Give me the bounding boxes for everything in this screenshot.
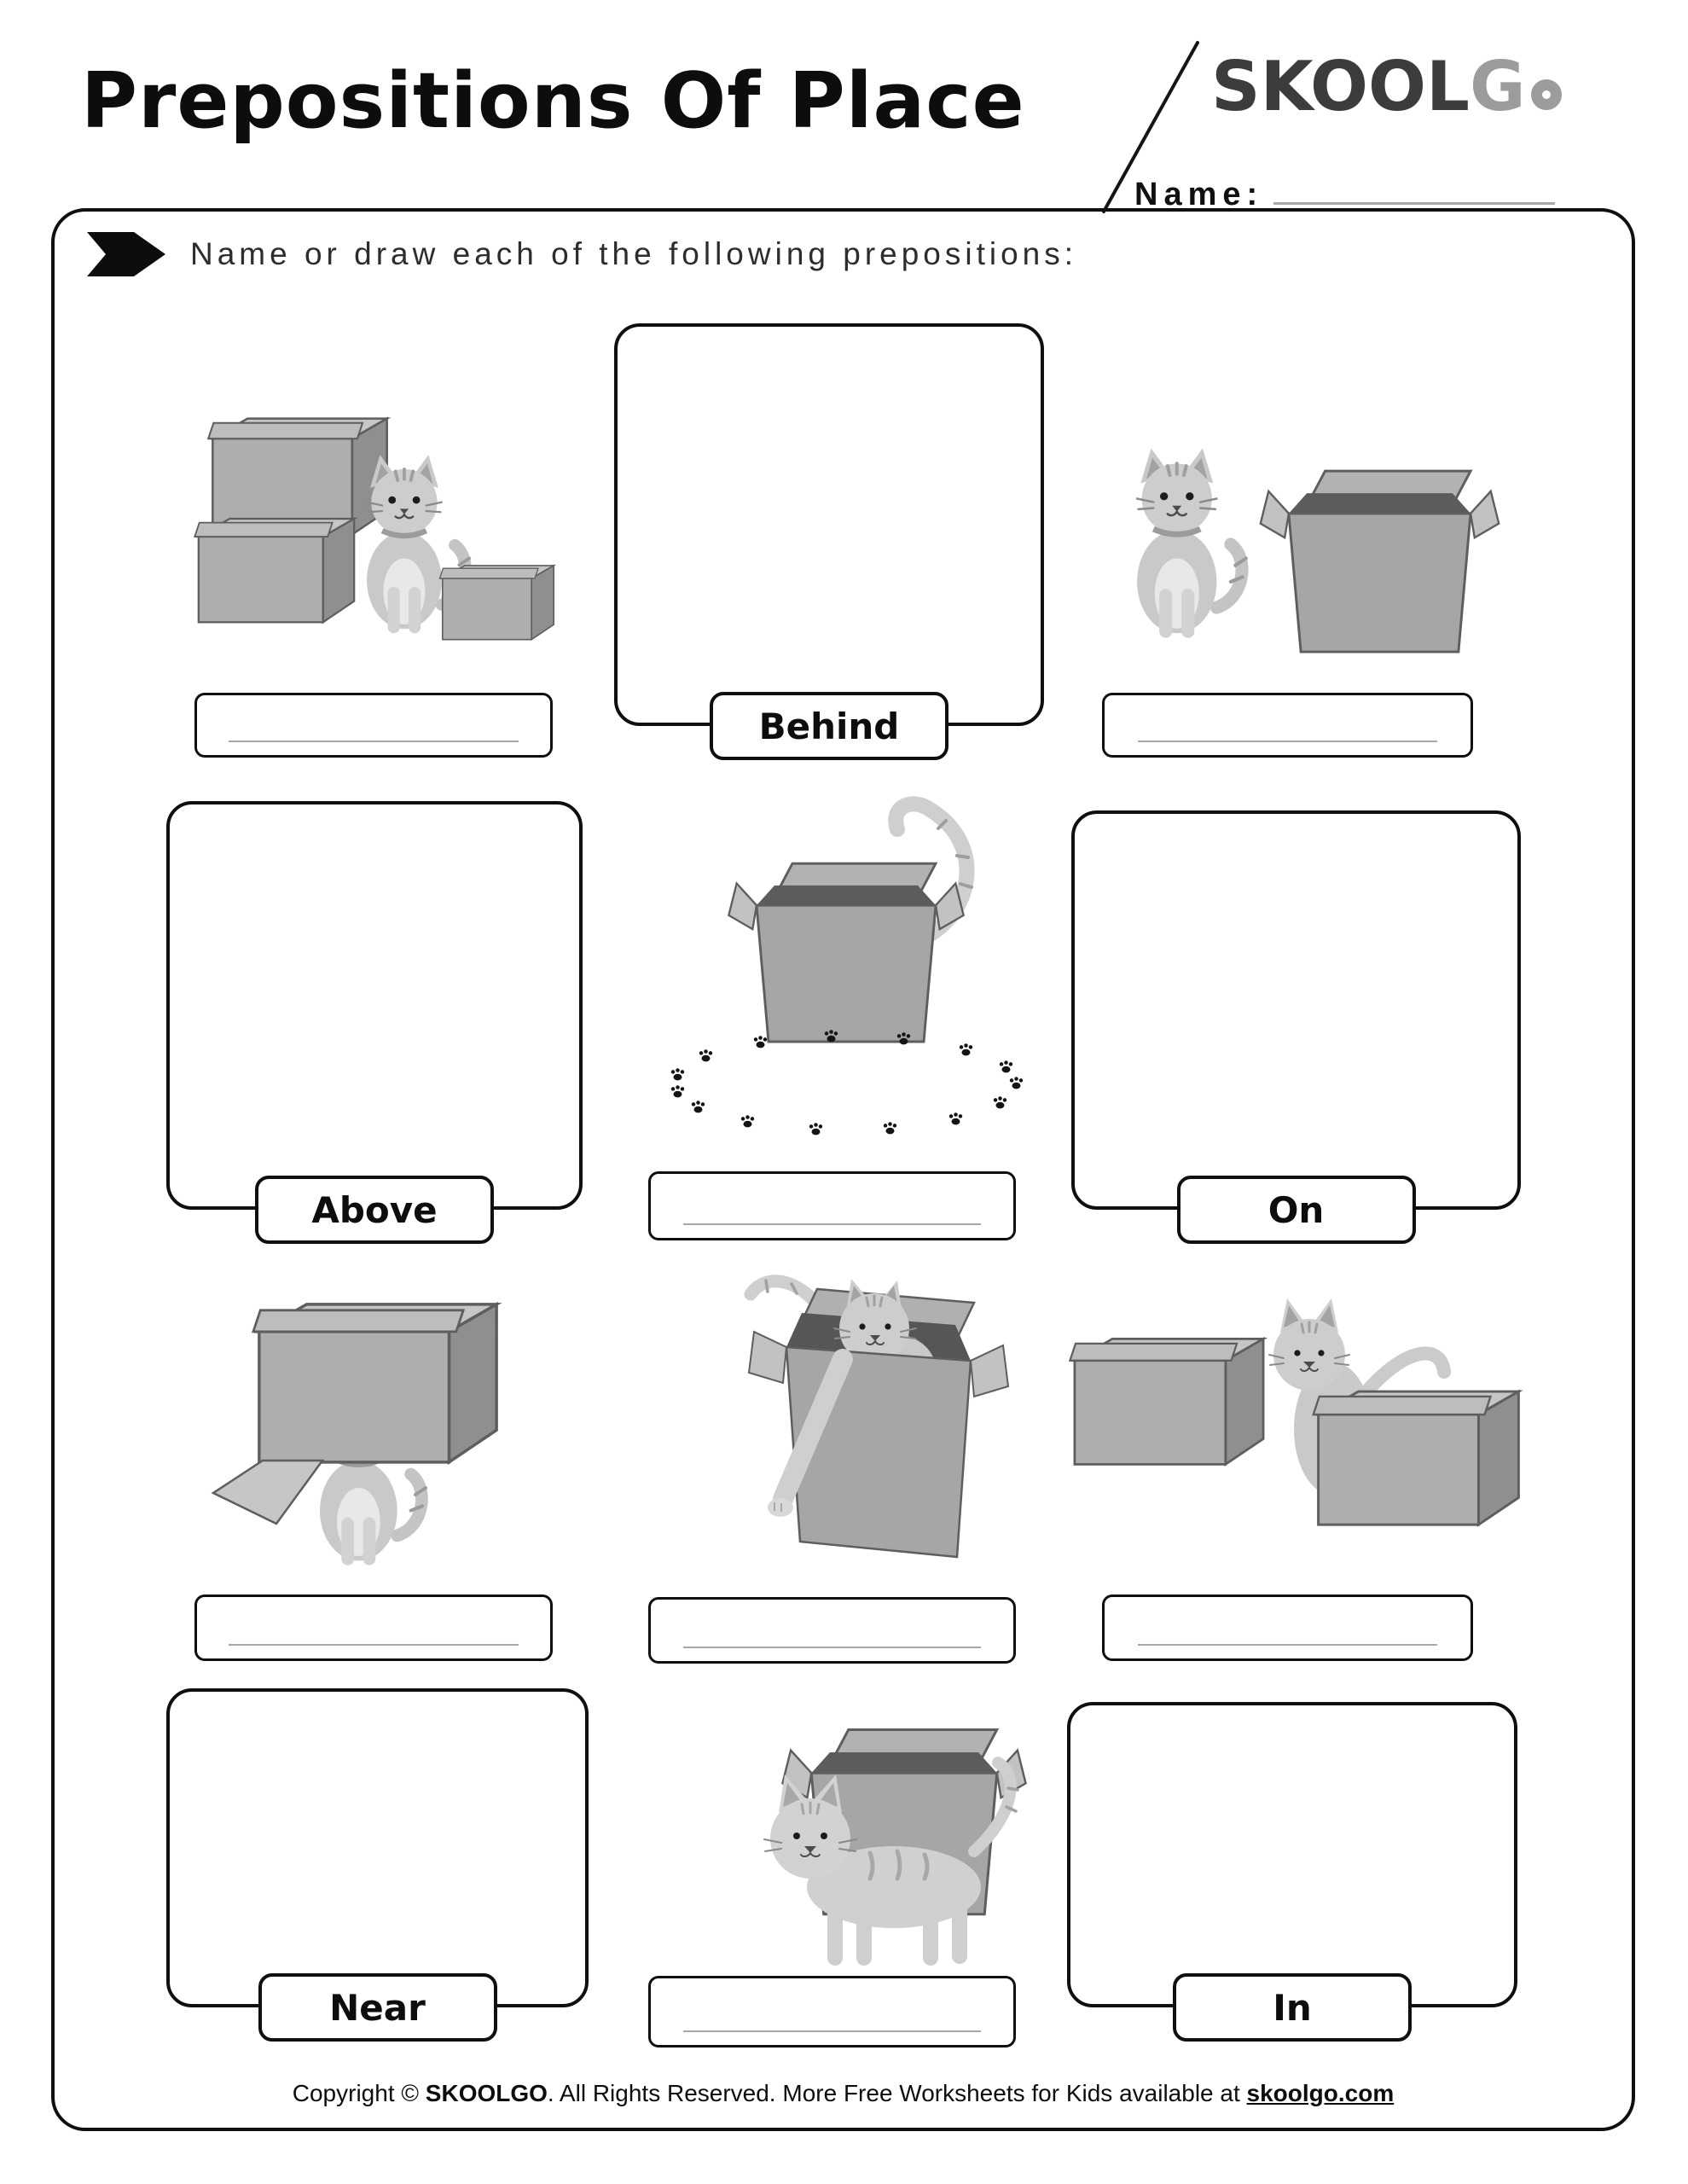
preposition-pill-on: On [1176,1176,1416,1244]
illustration-cat-in-front-of-box [763,1728,1028,1966]
illustration-cat-under-box [211,1303,498,1585]
answer-blank-in-front-of[interactable] [648,1976,1016,2048]
illustration-cat-out-of-box [744,1275,1010,1559]
worksheet-frame [51,208,1635,2131]
instruction-row: Name or draw each of the following prepo… [87,232,1077,276]
preposition-pill-in: In [1173,1973,1412,2042]
draw-area-behind[interactable]: Behind [614,323,1044,760]
answer-write-line [229,1644,519,1646]
instruction-text: Name or draw each of the following prepo… [190,236,1078,271]
answer-blank-next-to[interactable] [1102,693,1473,758]
preposition-pill-behind: Behind [710,692,948,760]
preposition-label: Near [329,1986,426,2029]
footer-copyright-text: Copyright © [292,2080,426,2106]
logo-g-text: G [1470,47,1526,126]
answer-blank-out-of[interactable] [648,1597,1016,1664]
logo-skool-text: SKOOL [1211,47,1470,126]
logo-o-ring-icon [1530,79,1562,110]
draw-area-in[interactable]: In [1067,1702,1517,2042]
answer-write-line [683,1647,981,1648]
skoolgo-logo: SKOOLG [1211,53,1562,121]
footer-middle-text: . All Rights Reserved. More Free Workshe… [547,2080,1247,2106]
name-row: Name: [1134,176,1556,213]
illustration-cat-between-boxes [194,417,555,641]
answer-write-line [1137,1644,1438,1646]
answer-blank-between-two[interactable] [1102,1594,1473,1661]
footer-brand: SKOOLGO [425,2080,548,2106]
draw-area-near[interactable]: Near [166,1688,589,2042]
header-divider-line [1102,41,1199,213]
preposition-pill-above: Above [255,1176,494,1244]
answer-write-line [683,1223,981,1225]
arrow-icon [87,232,165,276]
answer-blank-behind-image[interactable] [648,1171,1016,1240]
answer-blank-under[interactable] [194,1594,553,1661]
illustration-cat-between-two-boxes [1068,1298,1520,1526]
page-title: Prepositions Of Place [81,56,1025,146]
name-label: Name: [1134,177,1264,212]
preposition-label: Above [311,1188,438,1231]
footer-link-skoolgo[interactable]: skoolgo.com [1246,2080,1395,2106]
name-input-line[interactable] [1273,176,1556,205]
preposition-label: On [1267,1188,1325,1231]
illustration-cat-next-to-box [1105,418,1500,653]
preposition-label: Behind [758,705,900,747]
preposition-pill-near: Near [258,1973,497,2042]
answer-write-line [683,2030,981,2032]
illustration-cat-behind-box-pawprints [670,796,1024,1136]
answer-blank-between[interactable] [194,693,553,758]
footer: Copyright © SKOOLGO. All Rights Reserved… [51,2080,1635,2107]
draw-area-above[interactable]: Above [166,801,583,1244]
draw-area-on[interactable]: On [1071,810,1521,1244]
preposition-label: In [1273,1986,1312,2029]
answer-write-line [229,741,519,742]
answer-write-line [1137,741,1438,742]
